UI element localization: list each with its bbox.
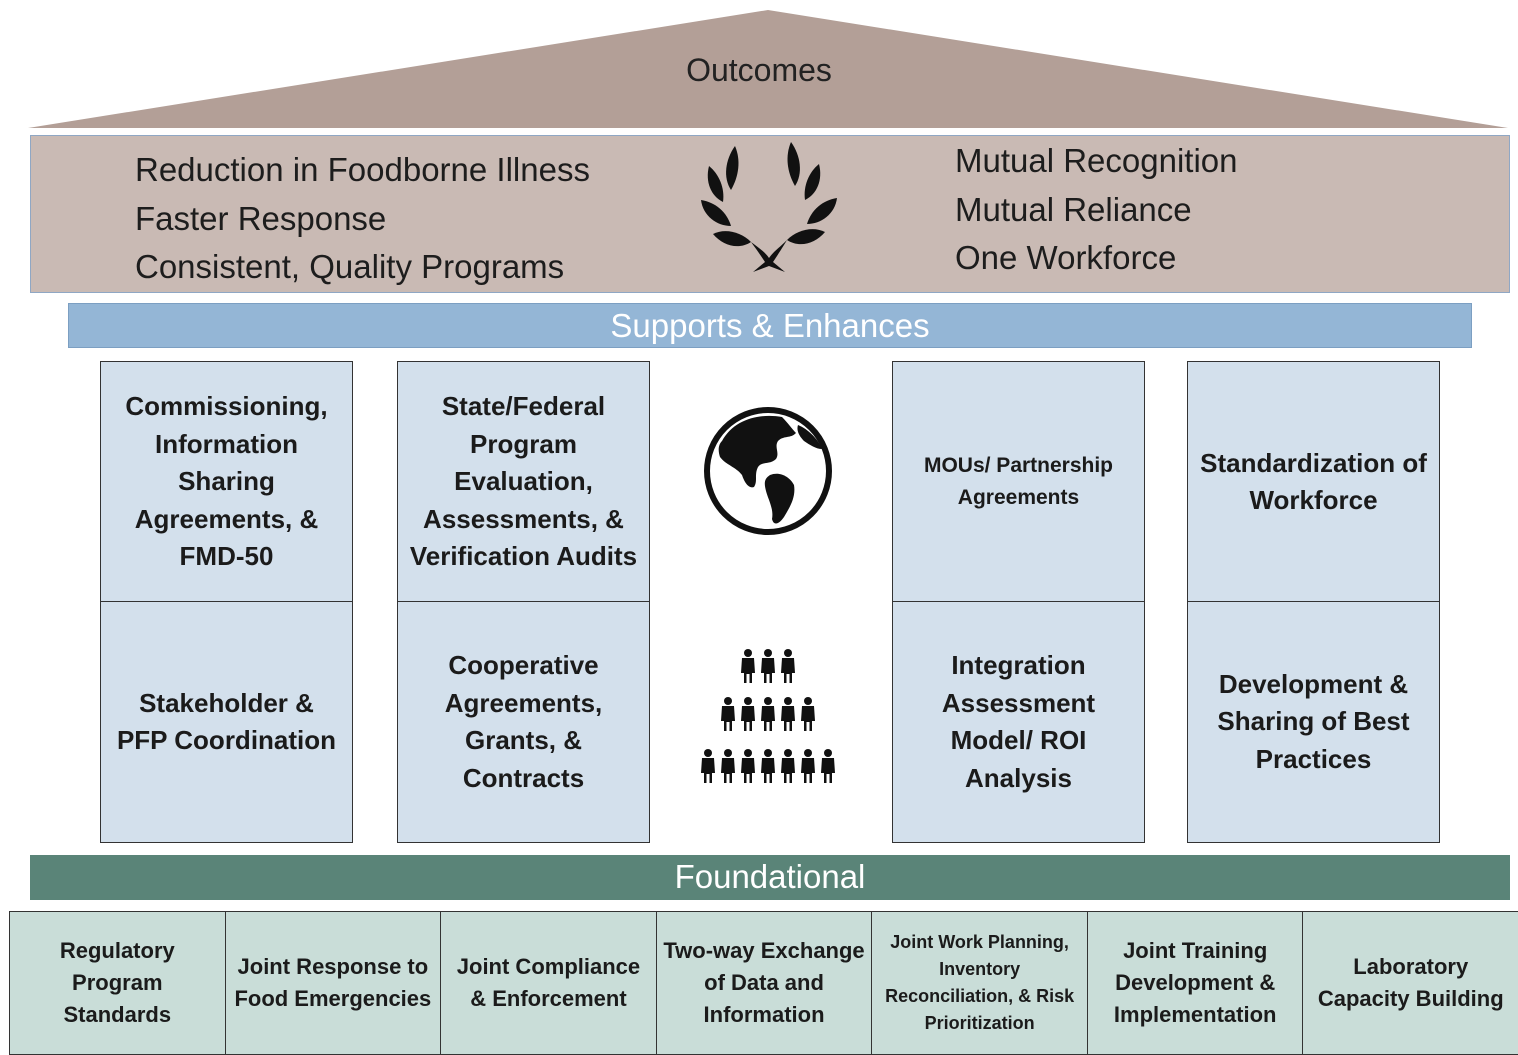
- foundational-row: Regulatory Program Standards Joint Respo…: [9, 911, 1518, 1055]
- pillar-program-evaluation: State/Federal Program Evaluation, Assess…: [397, 361, 650, 603]
- foundation-label: Laboratory Capacity Building: [1317, 954, 1504, 1011]
- foundation-label: Two-way Exchange of Data and Information: [663, 938, 865, 1027]
- pillar-integration-assessment: Integration Assessment Model/ ROI Analys…: [892, 601, 1145, 843]
- pillar-stakeholder: Stakeholder & PFP Coordination: [100, 601, 353, 843]
- laurel-wreath-icon: [701, 142, 837, 272]
- foundation-cell: Joint Response to Food Emergencies: [224, 911, 441, 1055]
- pillar-label: Standardization of Workforce: [1200, 447, 1427, 516]
- outcome-item: Faster Response: [135, 199, 387, 237]
- globe-icon: [704, 407, 832, 535]
- supports-band: Supports & Enhances: [68, 303, 1472, 348]
- outcome-item: Consistent, Quality Programs: [135, 248, 565, 285]
- foundation-cell: Regulatory Program Standards: [9, 911, 225, 1055]
- pillar-label: Integration Assessment Model/ ROI Analys…: [941, 650, 1096, 793]
- outcome-item: Mutual Recognition: [955, 142, 1238, 179]
- pillar-commissioning: Commissioning, Information Sharing Agree…: [100, 361, 353, 603]
- pillar-cooperative-agreements: Cooperative Agreements, Grants, & Contra…: [397, 601, 650, 843]
- foundation-cell: Laboratory Capacity Building: [1302, 911, 1518, 1055]
- foundation-cell: Joint Compliance & Enforcement: [440, 911, 656, 1055]
- pillar-label: Stakeholder & PFP Coordination: [116, 687, 337, 756]
- foundation-label: Joint Work Planning, Inventory Reconcili…: [885, 932, 1075, 1033]
- pillar-label: Cooperative Agreements, Grants, & Contra…: [444, 650, 603, 793]
- pillar-standardization: Standardization of Workforce: [1187, 361, 1440, 603]
- outcomes-left-list: Reduction in Foodborne Illness Faster Re…: [135, 146, 590, 292]
- pillar-best-practices: Development & Sharing of Best Practices: [1187, 601, 1440, 843]
- foundation-label: Joint Response to Food Emergencies: [234, 954, 432, 1011]
- people-pyramid-icon: [701, 649, 835, 783]
- outcomes-band: [30, 135, 1510, 293]
- pillar-label: Development & Sharing of Best Practices: [1217, 668, 1410, 774]
- pillar-label: MOUs/ Partnership Agreements: [923, 454, 1114, 509]
- foundation-cell: Joint Training Development & Implementat…: [1086, 911, 1303, 1055]
- outcome-item: One Workforce: [955, 239, 1177, 276]
- foundation-label: Joint Training Development & Implementat…: [1113, 938, 1277, 1027]
- outcome-item: Reduction in Foodborne Illness: [135, 151, 590, 188]
- foundation-cell: Joint Work Planning, Inventory Reconcili…: [871, 911, 1087, 1055]
- outcomes-title: Outcomes: [686, 52, 832, 88]
- foundation-label: Regulatory Program Standards: [59, 938, 175, 1027]
- outcomes-right-list: Mutual Recognition Mutual Reliance One W…: [955, 137, 1238, 283]
- foundation-cell: Two-way Exchange of Data and Information: [655, 911, 872, 1055]
- foundational-band: Foundational: [30, 855, 1510, 900]
- foundation-label: Joint Compliance & Enforcement: [456, 954, 641, 1011]
- pillar-label: State/Federal Program Evaluation, Assess…: [409, 391, 638, 572]
- outcome-item: Mutual Reliance: [955, 190, 1192, 228]
- pillar-label: Commissioning, Information Sharing Agree…: [125, 391, 328, 572]
- roof-triangle: [28, 10, 1508, 128]
- pillar-mous: MOUs/ Partnership Agreements: [892, 361, 1145, 603]
